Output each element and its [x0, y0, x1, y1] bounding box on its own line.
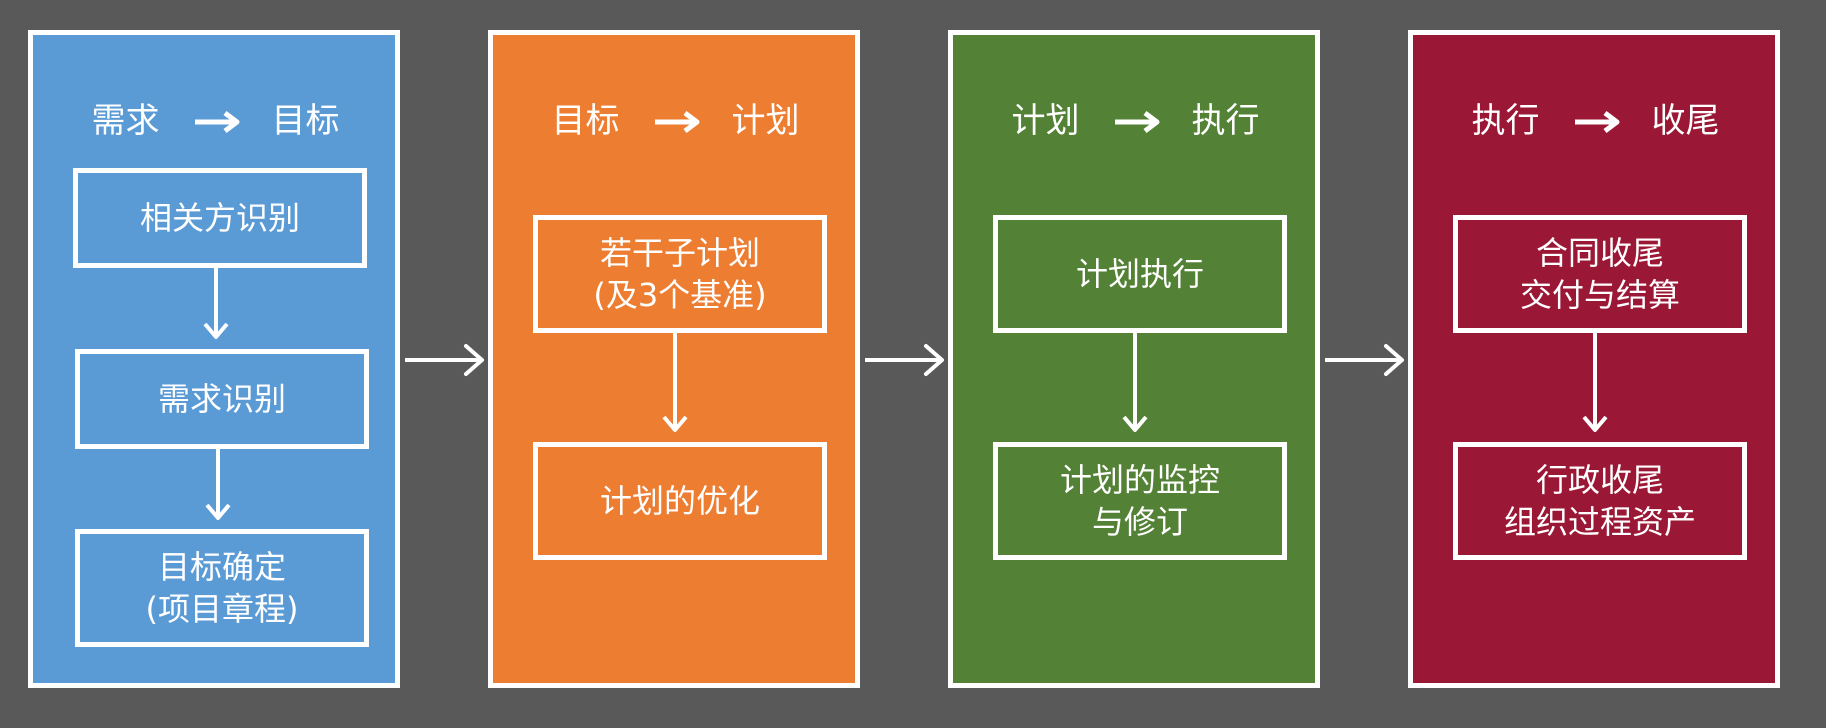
step-text: 合同收尾: [1535, 234, 1664, 272]
step-text: 目标确定: [157, 548, 286, 586]
step-box: 相关方识别: [73, 168, 367, 268]
step-box: 若干子计划 (及3个基准): [533, 215, 827, 333]
step-text: (及3个基准): [593, 276, 767, 314]
arrow-right-icon: [195, 111, 240, 133]
step-text: 交付与结算: [1519, 276, 1680, 314]
step-text: (项目章程): [145, 590, 299, 628]
step-box: 合同收尾 交付与结算: [1453, 215, 1747, 333]
stage-panel-1: 需求 目标 相关方识别 需求识别 目标确定 (项目章程): [28, 30, 400, 688]
step-text: 相关方识别: [139, 199, 300, 237]
arrow-right-icon: [655, 111, 700, 133]
stage-connector-1-2: [405, 344, 484, 376]
arrow-right-icon: [1575, 111, 1620, 133]
step-connectors: [1122, 328, 1148, 432]
stage-connector-2-3: [865, 344, 944, 376]
stage-header: 计划 执行: [953, 97, 1315, 145]
step-box: 计划的监控 与修订: [993, 442, 1287, 560]
header-to: 目标: [271, 101, 340, 141]
step-text: 与修订: [1091, 503, 1188, 541]
stage-header: 目标 计划: [493, 97, 855, 145]
stage-header: 需求 目标: [33, 97, 395, 145]
step-box: 计划的优化: [533, 442, 827, 560]
stage-panel-3: 计划 执行 计划执行 计划的监控 与修订: [948, 30, 1320, 688]
step-box: 需求识别: [75, 349, 369, 449]
step-connectors: [662, 328, 688, 432]
header-to: 收尾: [1651, 101, 1720, 141]
step-text: 若干子计划: [599, 234, 760, 272]
header-to: 计划: [731, 101, 800, 141]
step-box: 目标确定 (项目章程): [75, 529, 369, 647]
step-connectors: [1582, 328, 1608, 432]
step-text: 行政收尾: [1535, 461, 1664, 499]
stage-connector-3-4: [1325, 344, 1404, 376]
step-box: 行政收尾 组织过程资产: [1453, 442, 1747, 560]
header-from: 目标: [551, 101, 620, 141]
header-from: 计划: [1011, 101, 1080, 141]
header-from: 需求: [91, 101, 160, 141]
header-to: 执行: [1191, 101, 1260, 141]
step-text: 需求识别: [157, 380, 286, 418]
stage-panel-2: 目标 计划 若干子计划 (及3个基准) 计划的优化: [488, 30, 860, 688]
step-text: 计划的监控: [1059, 461, 1220, 499]
header-from: 执行: [1471, 101, 1540, 141]
step-text: 计划的优化: [599, 482, 760, 520]
step-box: 计划执行: [993, 215, 1287, 333]
step-text: 组织过程资产: [1503, 503, 1696, 541]
stage-panel-4: 执行 收尾 合同收尾 交付与结算 行政收尾 组织过程资产: [1408, 30, 1780, 688]
stage-header: 执行 收尾: [1413, 97, 1775, 145]
step-text: 计划执行: [1075, 255, 1204, 293]
arrow-right-icon: [1115, 111, 1160, 133]
step-connectors: [203, 263, 231, 520]
